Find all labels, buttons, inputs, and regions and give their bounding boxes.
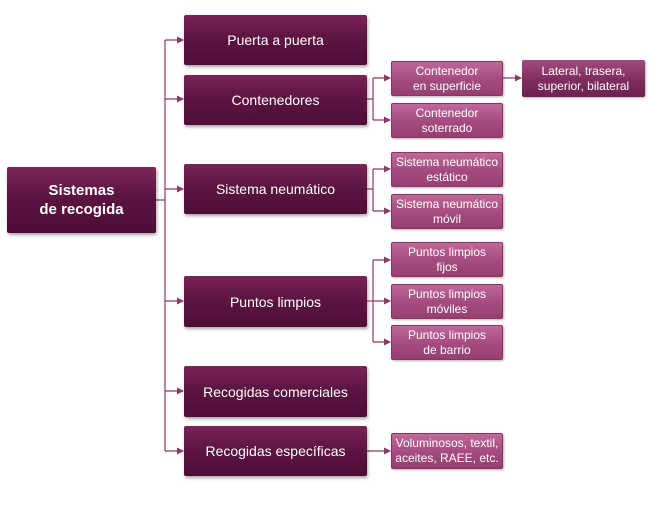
branch-puntos-limpios: Puntos limpios	[184, 276, 367, 327]
sub-label: Contenedor soterrado	[415, 105, 479, 135]
sub-puntos-limpios-fijos: Puntos limpios fijos	[391, 242, 503, 277]
root-label: Sistemas de recogida	[39, 182, 124, 218]
root-node: Sistemas de recogida	[7, 167, 156, 233]
sub-contenedor-soterrado: Contenedor soterrado	[391, 103, 503, 138]
branch-label: Puerta a puerta	[227, 32, 324, 48]
sub-label: Puntos limpios fijos	[407, 244, 487, 274]
detail-label: Lateral, trasera, superior, bilateral	[537, 63, 630, 93]
sub-neumatico-movil: Sistema neumático móvil	[391, 194, 503, 229]
branch-puerta-a-puerta: Puerta a puerta	[184, 15, 367, 65]
sub-contenedor-superficie: Contenedor en superficie	[391, 61, 503, 96]
sub-label: Sistema neumático estático	[395, 154, 499, 184]
sub-puntos-limpios-barrio: Puntos limpios de barrio	[391, 325, 503, 360]
branch-label: Recogidas comerciales	[203, 383, 348, 400]
branch-label: Sistema neumático	[215, 181, 336, 197]
sub-neumatico-estatico: Sistema neumático estático	[391, 152, 503, 187]
sub-label: Sistema neumático móvil	[395, 196, 499, 226]
sub-label: Puntos limpios de barrio	[407, 327, 487, 357]
branch-label: Recogidas específicas	[205, 443, 346, 459]
branch-contenedores: Contenedores	[184, 75, 367, 125]
branch-label: Puntos limpios	[229, 293, 322, 310]
sub-label: Voluminosos, textil, aceites, RAEE, etc.	[395, 436, 499, 465]
detail-tipos-carga: Lateral, trasera, superior, bilateral	[522, 60, 645, 97]
branch-sistema-neumatico: Sistema neumático	[184, 164, 367, 214]
sub-voluminosos: Voluminosos, textil, aceites, RAEE, etc.	[391, 433, 503, 469]
branch-recogidas-especificas: Recogidas específicas	[184, 426, 367, 476]
branch-label: Contenedores	[231, 92, 320, 108]
branch-recogidas-comerciales: Recogidas comerciales	[184, 366, 367, 417]
sub-label: Contenedor en superficie	[412, 63, 482, 93]
sub-label: Puntos limpios móviles	[407, 286, 487, 316]
sub-puntos-limpios-moviles: Puntos limpios móviles	[391, 284, 503, 319]
